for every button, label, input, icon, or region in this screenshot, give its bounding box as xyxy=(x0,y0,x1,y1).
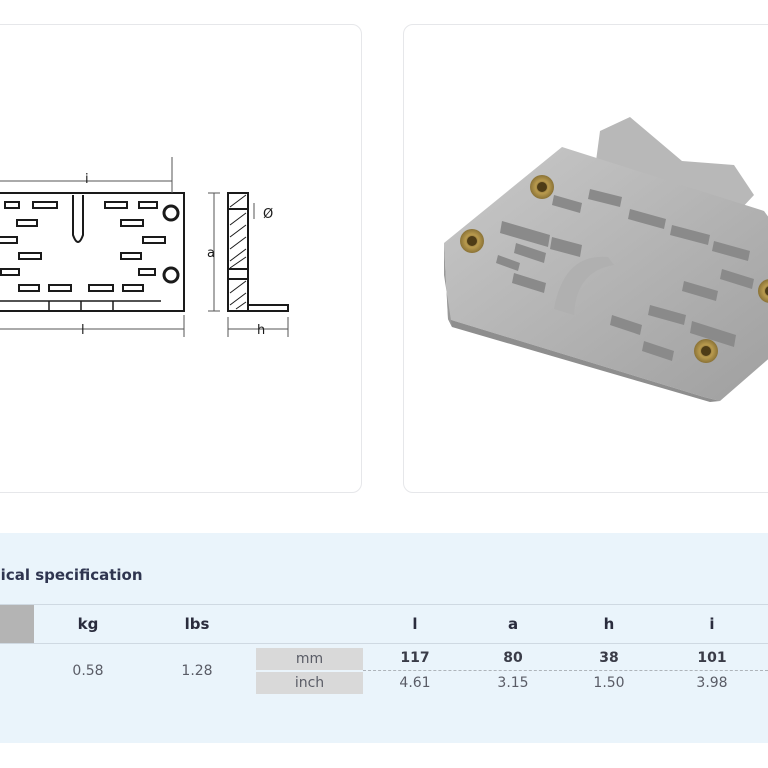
product-photo xyxy=(444,117,768,402)
header-kg: kg xyxy=(77,615,99,633)
header-gray-block xyxy=(0,605,34,643)
header-a: a xyxy=(507,615,519,633)
dim-label-diameter: Ø xyxy=(263,207,273,222)
technical-drawing-icon: i a Ø l h xyxy=(0,157,289,338)
dim-label-l: l xyxy=(81,323,85,338)
table-top-rule xyxy=(0,604,768,605)
dim-label-i: i xyxy=(85,172,89,187)
header-l: l xyxy=(412,615,418,633)
mm-l: 117 xyxy=(400,650,430,666)
header-lbs: lbs xyxy=(184,615,210,633)
table-header-rule xyxy=(0,643,768,644)
dim-label-a: a xyxy=(207,246,215,261)
product-photo-card xyxy=(403,24,768,493)
spec-panel xyxy=(0,533,768,743)
row-divider xyxy=(363,670,768,671)
inch-h: 1.50 xyxy=(593,675,625,691)
header-i: i xyxy=(709,615,715,633)
inch-i: 3.98 xyxy=(696,675,728,691)
mm-a: 80 xyxy=(503,650,523,666)
inch-a: 3.15 xyxy=(497,675,529,691)
technical-drawing-card: i a Ø l h xyxy=(0,24,362,493)
front-view-outline xyxy=(0,192,185,312)
header-h: h xyxy=(603,615,615,633)
dim-label-h: h xyxy=(257,323,265,338)
mm-i: 101 xyxy=(697,650,727,666)
unit-inch: inch xyxy=(256,672,363,694)
inch-l: 4.61 xyxy=(399,675,431,691)
weight-kg: 0.58 xyxy=(72,663,104,679)
weight-lbs: 1.28 xyxy=(181,663,213,679)
unit-mm: mm xyxy=(256,648,363,670)
mm-h: 38 xyxy=(599,650,619,666)
spec-title: nical specification xyxy=(0,566,143,584)
